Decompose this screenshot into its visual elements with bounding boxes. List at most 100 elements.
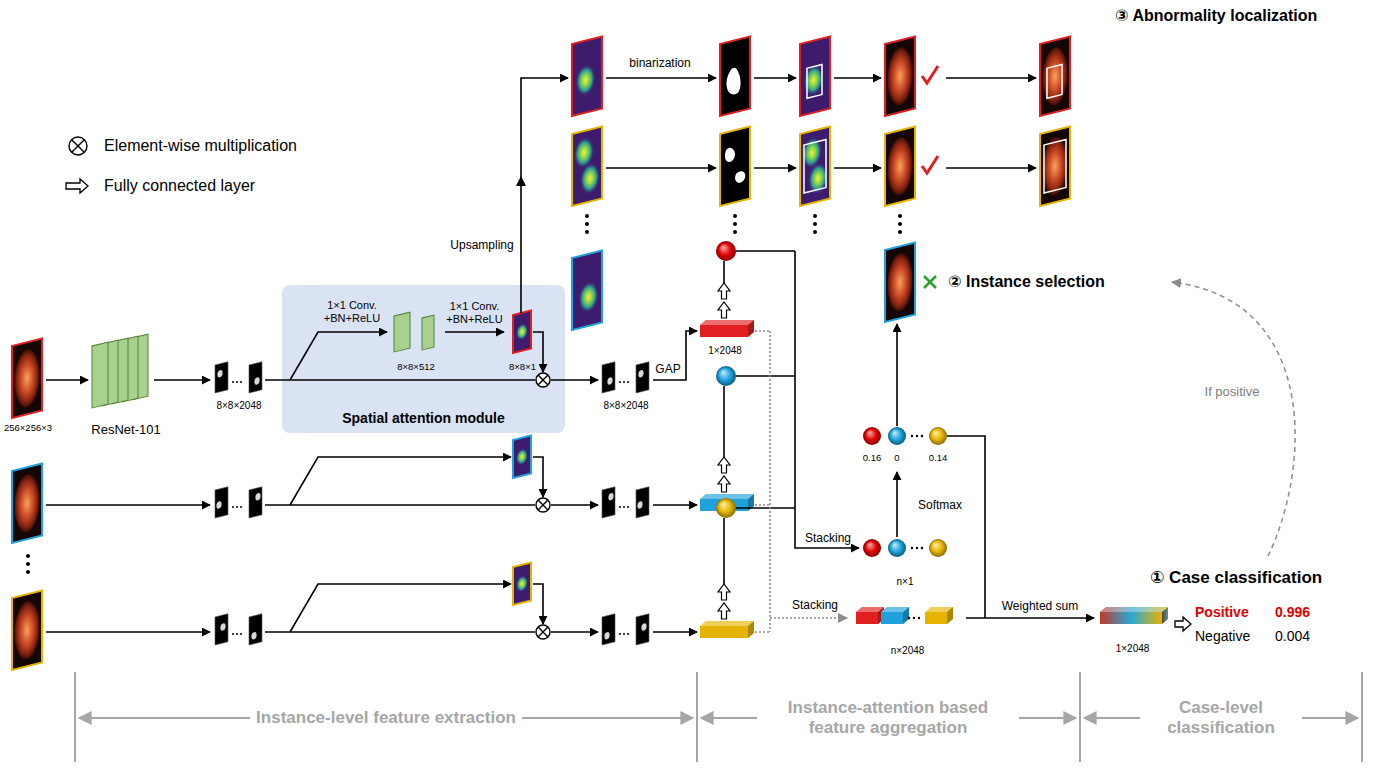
fundus xyxy=(887,134,912,198)
feature-spot xyxy=(604,632,609,640)
fundus-image xyxy=(885,37,915,116)
wire xyxy=(653,331,697,380)
edge-label: Weighted sum xyxy=(1002,599,1078,613)
feature-map-ground xyxy=(215,362,228,393)
bracket-tick xyxy=(74,672,76,762)
weight-ball xyxy=(888,427,906,445)
image-ground xyxy=(800,37,830,116)
multiply-cross xyxy=(72,140,85,153)
wire xyxy=(533,457,543,497)
operation-label: binarization xyxy=(629,56,690,70)
ellipsis-dot xyxy=(813,230,817,234)
condition-label: If positive xyxy=(1205,384,1260,400)
image-border xyxy=(513,563,531,605)
dimension-label: 8×8×2048 xyxy=(603,400,648,412)
feature-map xyxy=(215,362,228,393)
wire xyxy=(46,504,210,506)
check-mark xyxy=(922,156,938,173)
feature-spot xyxy=(216,501,221,509)
image-ground xyxy=(513,563,531,605)
conv-arrow xyxy=(445,331,504,333)
weight-ball xyxy=(716,241,736,261)
legend-text: Fully connected layer xyxy=(104,176,255,195)
image-border xyxy=(720,127,750,206)
weight-ball xyxy=(863,539,881,557)
bracket-tick xyxy=(1361,672,1363,762)
node-label: n×2048 xyxy=(891,645,925,657)
operation-label: GAP xyxy=(655,362,680,376)
image-ground xyxy=(1040,37,1070,116)
conv-layer xyxy=(394,312,410,352)
conv-layer-face xyxy=(394,312,410,352)
image-ground xyxy=(513,311,531,353)
feature-vector xyxy=(1100,612,1162,624)
dotted-wire xyxy=(755,504,770,506)
image-border xyxy=(12,464,42,543)
ellipsis-dot xyxy=(911,435,913,437)
wire xyxy=(736,507,795,509)
wire xyxy=(551,631,598,633)
feature-vector-side-shade xyxy=(947,607,953,624)
cross-mark xyxy=(924,276,936,288)
feature-vector-top-shade xyxy=(1100,607,1168,612)
wire xyxy=(653,631,697,633)
weight-value: 0 xyxy=(894,452,899,463)
fc-arrow xyxy=(1175,617,1191,631)
wire xyxy=(154,379,210,381)
ellipsis-dot xyxy=(619,506,621,508)
feature-map-ground xyxy=(602,487,615,518)
wire xyxy=(551,504,598,506)
fc-arrow xyxy=(718,476,730,492)
image-border xyxy=(572,127,602,206)
weighted-sum-arrow xyxy=(966,617,1094,619)
step-heading: ③ Abnormality localization xyxy=(1115,6,1317,25)
heat-image xyxy=(800,127,830,206)
feature-vector-side xyxy=(748,621,754,638)
heat-blob xyxy=(580,160,600,197)
ellipsis-dot xyxy=(913,617,915,619)
ellipsis-dot xyxy=(813,214,817,218)
node-label: ResNet-101 xyxy=(91,422,160,438)
fundus-image xyxy=(12,591,42,670)
image-ground xyxy=(885,127,915,206)
cross-mark xyxy=(924,276,936,288)
feature-map xyxy=(249,487,262,518)
ellipsis-dot xyxy=(240,633,242,635)
image-border xyxy=(12,339,42,418)
wire xyxy=(265,379,535,381)
feature-map xyxy=(636,487,649,518)
class-score: 0.996 xyxy=(1275,604,1310,621)
multiply-cross xyxy=(72,140,85,153)
feature-vector xyxy=(856,612,878,624)
feature-vector-side-shade xyxy=(748,320,754,337)
image-border xyxy=(885,243,915,322)
ellipsis-dot xyxy=(232,381,234,383)
detection-box xyxy=(804,140,826,193)
feature-vector-side xyxy=(947,607,953,624)
image-border xyxy=(800,37,830,116)
feature-vector-top-shade xyxy=(700,621,754,626)
feature-vector-top xyxy=(700,621,754,626)
ellipsis-dot xyxy=(898,214,902,218)
weight-ball xyxy=(929,427,947,445)
image-ground xyxy=(572,251,602,330)
operation-label: Upsampling xyxy=(450,238,513,252)
ellipsis-dot xyxy=(627,506,629,508)
image-ground xyxy=(720,127,750,206)
bracket-tick xyxy=(1079,672,1081,762)
feature-map xyxy=(636,614,649,645)
image-ground xyxy=(885,243,915,322)
weight-ball xyxy=(716,366,736,386)
ellipsis-dot xyxy=(918,617,920,619)
wire xyxy=(46,379,88,381)
feature-map-ground xyxy=(602,362,615,393)
fundus-image xyxy=(885,243,915,322)
image-ground xyxy=(720,37,750,116)
detection-box xyxy=(1047,65,1062,99)
node-label: n×1 xyxy=(897,576,914,588)
feature-spot xyxy=(254,377,259,385)
ellipsis-dot xyxy=(733,214,737,218)
heat-blob xyxy=(575,62,595,99)
ellipsis-dot xyxy=(908,617,910,619)
feature-spot xyxy=(251,632,256,640)
